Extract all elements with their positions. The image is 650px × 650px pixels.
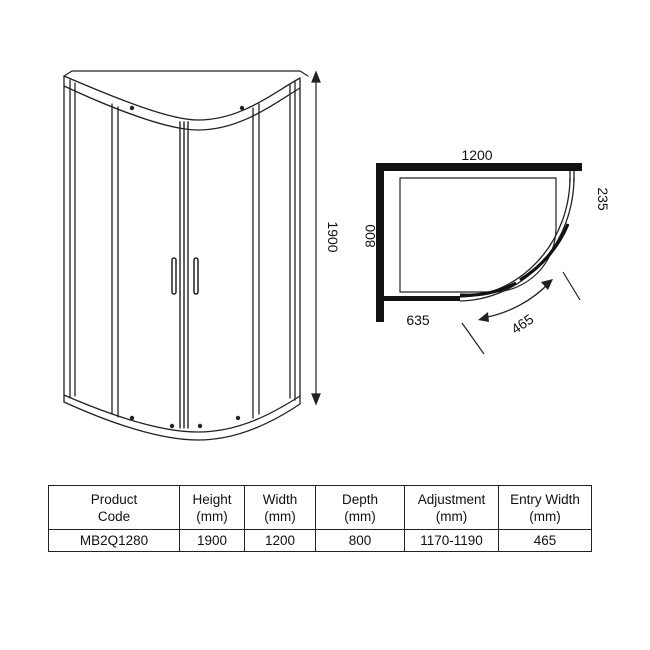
header-product-code: Product Code (48, 485, 180, 530)
height-dimension-label: 1900 (325, 221, 341, 252)
header-height: Height (mm) (179, 485, 245, 530)
fixed-panel-right-edge (252, 103, 260, 419)
header-width: Width (mm) (244, 485, 316, 530)
table-row: MB2Q1280 1900 1200 800 1170-1190 465 (48, 529, 592, 552)
cell-product-code: MB2Q1280 (48, 529, 180, 552)
cell-depth: 800 (315, 529, 405, 552)
height-dimension (311, 70, 321, 406)
top-curved-rail (63, 75, 301, 121)
cell-width: 1200 (244, 529, 316, 552)
cell-height: 1900 (179, 529, 245, 552)
elevation-view (63, 70, 309, 441)
plan-entry-label: 465 (508, 311, 536, 337)
door-meeting-stiles (179, 121, 189, 429)
plan-width-label: 1200 (461, 147, 492, 163)
plan-slide-arrow (481, 281, 551, 319)
door-rollers (129, 105, 245, 429)
door-handle-right (193, 257, 199, 295)
plan-curved-rail (459, 177, 571, 298)
table-header-row: Product Code Height (mm) Width (mm) Dept… (48, 485, 592, 530)
header-entry-width: Entry Width (mm) (498, 485, 592, 530)
plan-door-left (459, 281, 517, 297)
plan-side-return (384, 296, 460, 301)
plan-door-right (519, 223, 570, 282)
bottom-curved-rail (63, 394, 301, 433)
plan-return-label: 235 (595, 187, 611, 211)
specification-table: Product Code Height (mm) Width (mm) Dept… (48, 485, 592, 552)
plan-view (376, 163, 582, 355)
right-wall-post (289, 77, 301, 405)
plan-side-label: 635 (406, 312, 430, 328)
plan-depth-label: 800 (362, 224, 378, 248)
header-depth: Depth (mm) (315, 485, 405, 530)
door-handle-left (171, 257, 177, 295)
cell-adjustment: 1170-1190 (404, 529, 499, 552)
cell-entry-width: 465 (498, 529, 592, 552)
fixed-panel-left-edge (111, 103, 119, 418)
plan-tray-outline (399, 177, 557, 293)
left-wall-post (63, 75, 76, 403)
header-adjustment: Adjustment (mm) (404, 485, 499, 530)
